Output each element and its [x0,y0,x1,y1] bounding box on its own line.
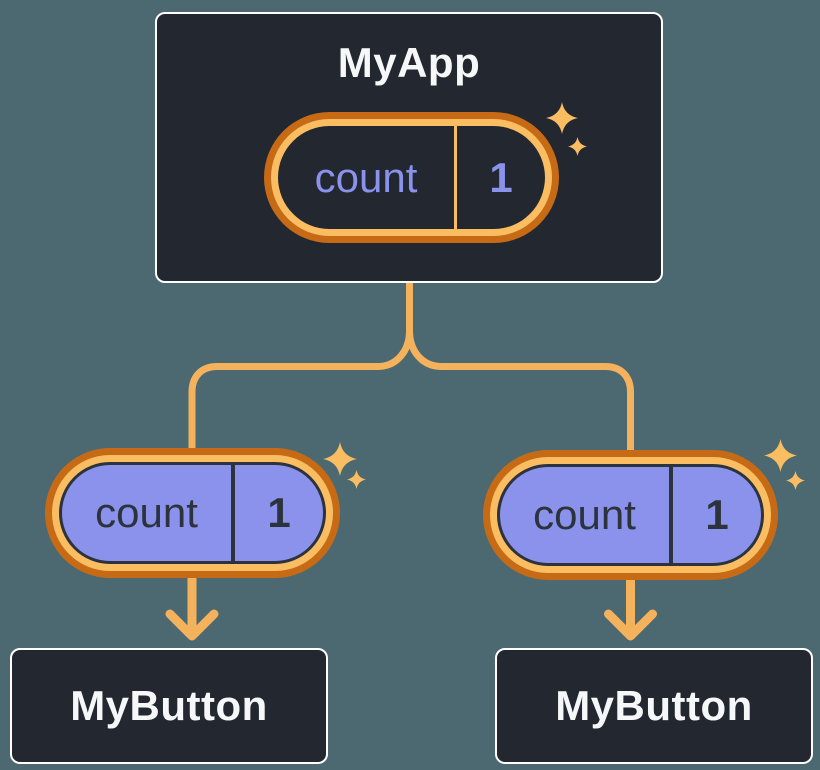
arrow-down-left [165,573,219,641]
prop-value: 1 [267,489,291,536]
component-title: MyApp [337,39,481,86]
state-pill-ring: count 1 [271,119,552,236]
state-pill-body: count 1 [278,126,545,229]
sparkle-icon [786,471,805,490]
sparkle-icon [347,470,366,489]
pill-divider [669,467,673,563]
component-title: MyButton [555,682,753,729]
prop-name: count [95,489,198,536]
component-node-mybutton-left: MyButton [10,648,328,764]
component-title: MyButton [70,682,268,729]
arrow-down-right [604,574,657,641]
prop-name: count [533,491,636,538]
pill-divider [231,465,235,561]
component-node-mybutton-right: MyButton [495,648,813,764]
prop-pill-ring: count 1 [52,455,333,571]
sparkle-icon [568,137,587,156]
prop-pill-body: count 1 [59,462,326,564]
sparkle-icon [764,439,797,472]
prop-pill-right: count 1 [483,450,778,580]
state-pill-myapp: count 1 [264,112,559,243]
state-value: 1 [489,153,513,201]
state-name: count [314,153,418,201]
sparkle-icon [323,442,357,476]
prop-value: 1 [705,491,729,538]
pill-divider [454,126,457,229]
branch-left-line [188,277,413,453]
prop-pill-body: count 1 [497,464,764,566]
sparkle-icon [546,102,578,134]
prop-pill-ring: count 1 [490,457,771,573]
prop-pill-left: count 1 [45,448,340,578]
branch-right-line [406,327,634,455]
